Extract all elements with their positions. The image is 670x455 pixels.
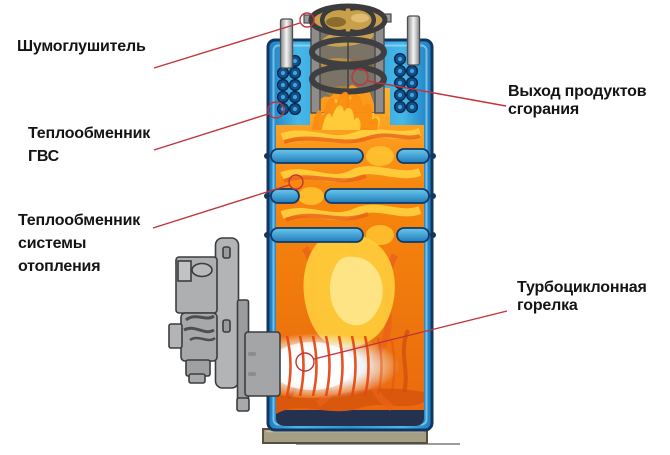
label-dhw-heat-exchanger: Теплообменник ГВС <box>28 122 150 168</box>
burner-assembly <box>168 237 281 412</box>
label-turbocyclone-burner: Турбоциклонная горелка <box>517 279 647 315</box>
label-line: ГВС <box>28 148 59 165</box>
annotation-circle-silencer <box>299 12 315 28</box>
heating-heat-exchanger-fins <box>264 148 436 243</box>
flame-details <box>276 92 424 426</box>
label-line: Теплообменник <box>28 125 151 142</box>
annotations <box>152 12 508 372</box>
leader-line-burner <box>313 310 508 360</box>
burner-tube-body <box>244 331 281 397</box>
leader-line-heating <box>152 184 290 229</box>
label-line: отопления <box>18 258 101 275</box>
annotation-circle-dhw <box>267 101 285 119</box>
label-silencer: Шумоглушитель <box>17 36 146 57</box>
muffler-lower-ring <box>309 63 387 95</box>
muffler-top-ring <box>308 3 388 37</box>
label-line: Турбоциклонная <box>517 279 647 296</box>
label-line: горелка <box>517 297 578 314</box>
annotation-circle-burner <box>295 352 315 372</box>
label-line: Выход продуктов <box>508 83 647 100</box>
label-heating-heat-exchanger: Теплообменник системы отопления <box>18 209 140 278</box>
top-flame-tongues <box>312 91 379 130</box>
annotation-circle-exhaust <box>351 68 369 86</box>
flue-pipes <box>279 15 421 69</box>
burner-mount-plate <box>214 237 240 389</box>
flue-pipe-right <box>406 15 421 66</box>
label-line: Теплообменник <box>18 212 141 229</box>
label-line: сгорания <box>508 101 580 118</box>
leader-line-exhaust <box>367 80 507 107</box>
fan-intake <box>191 262 213 278</box>
leader-line-silencer <box>153 22 301 69</box>
annotation-circle-heating <box>288 174 304 190</box>
label-combustion-outlet: Выход продуктов сгорания <box>508 83 647 119</box>
dhw-heat-exchanger-coils <box>276 52 419 116</box>
label-line: системы <box>18 235 87 252</box>
leader-line-dhw <box>153 113 269 151</box>
burner-foot <box>236 397 250 412</box>
furnace-cavity <box>276 88 424 426</box>
label-line: Шумоглушитель <box>17 38 146 55</box>
flue-pipe-left <box>279 18 294 69</box>
